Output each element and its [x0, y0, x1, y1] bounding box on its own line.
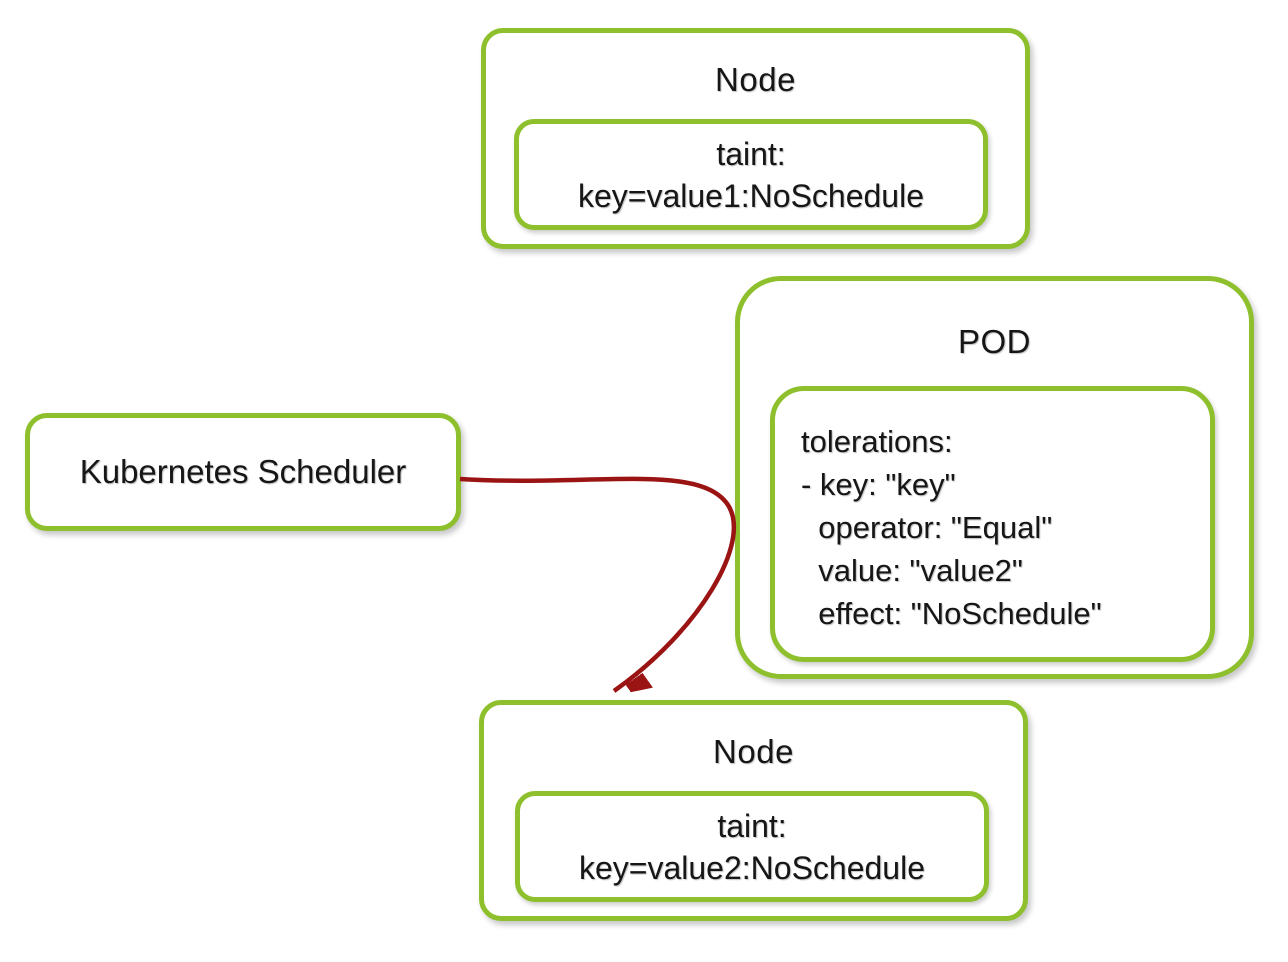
arrow-path	[459, 476, 737, 691]
taint-line: key=value1:NoSchedule	[577, 177, 924, 214]
toleration-line: value: "value2"	[801, 553, 1023, 588]
tolerations-box: tolerations: - key: "key" operator: "Equ…	[770, 386, 1215, 662]
taint-line: key=value2:NoSchedule	[578, 849, 925, 886]
node-box-top: Node taint: key=value1:NoSchedule	[481, 28, 1030, 249]
node-title: Node	[713, 733, 794, 770]
node-box-bottom: Node taint: key=value2:NoSchedule	[479, 700, 1028, 921]
pod-title: POD	[957, 323, 1031, 360]
toleration-line: tolerations:	[801, 424, 953, 459]
toleration-line: effect: "NoSchedule"	[801, 596, 1102, 631]
taint-box: taint: key=value2:NoSchedule	[515, 791, 989, 902]
taint-line: taint:	[717, 807, 787, 844]
pod-box: POD tolerations: - key: "key" operator: …	[735, 276, 1254, 679]
toleration-line: operator: "Equal"	[801, 510, 1053, 545]
taint-line: taint:	[716, 135, 786, 172]
taint-box: taint: key=value1:NoSchedule	[514, 119, 988, 230]
scheduler-box: Kubernetes Scheduler	[25, 413, 461, 531]
scheduler-label: Kubernetes Scheduler	[79, 453, 407, 490]
node-title: Node	[715, 61, 796, 98]
toleration-line: - key: "key"	[801, 467, 956, 502]
